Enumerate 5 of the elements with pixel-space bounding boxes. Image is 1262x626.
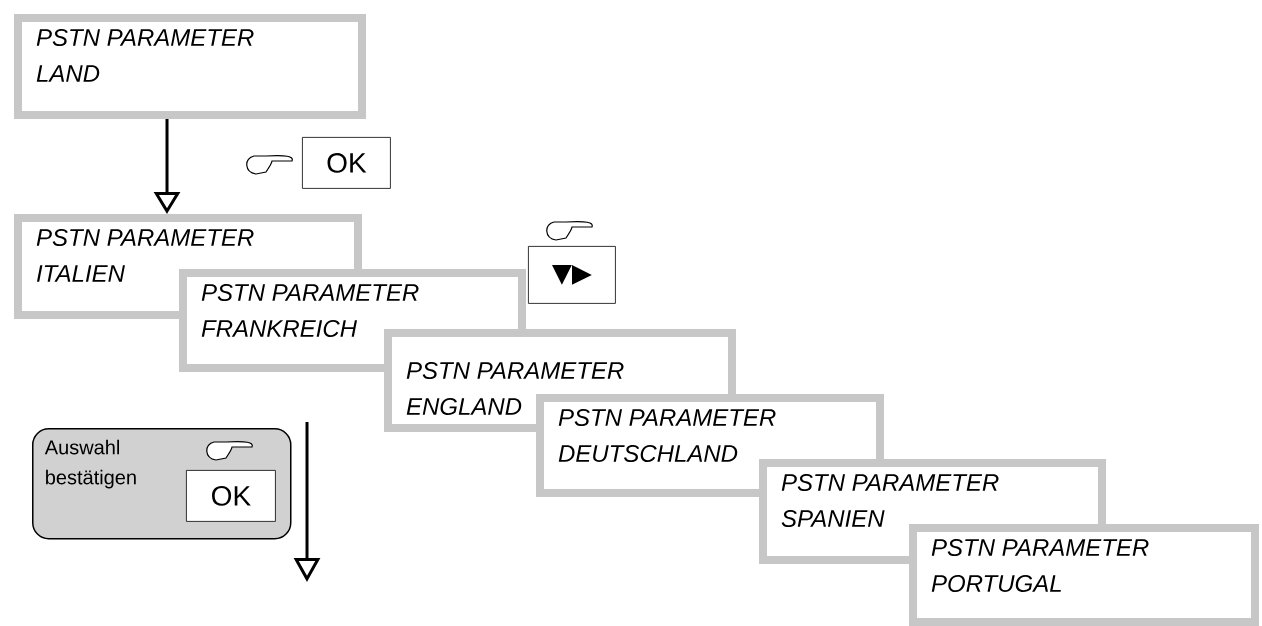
display-box: PSTN PARAMETER PORTUGAL [909,524,1259,626]
key-button: ▼▶ [528,246,616,304]
display-box: PSTN PARAMETER LAND [14,14,366,119]
key-button: OK [302,137,391,189]
key-button: OK [186,470,276,522]
